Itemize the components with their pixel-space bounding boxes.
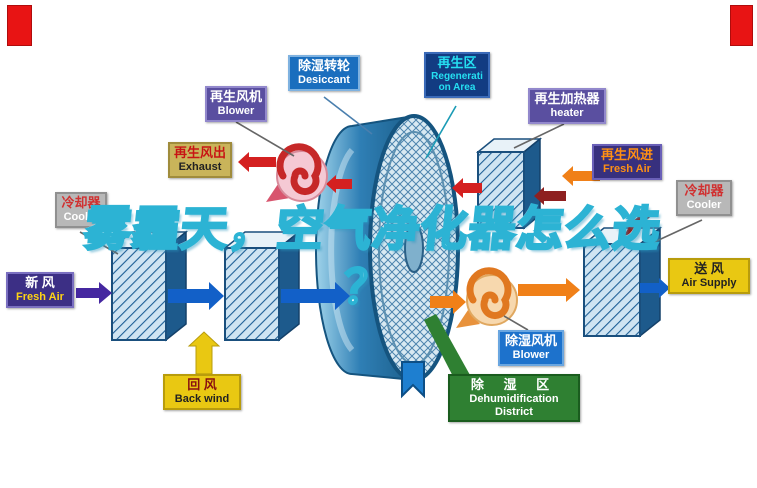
label-connector-lines — [79, 96, 703, 331]
label-fresh-air: 新 风 Fresh Air — [6, 272, 74, 308]
cooler-feed-arrowhead — [624, 221, 640, 236]
dehum-blower-fan-icon — [456, 267, 518, 328]
label-regen-blower-cn: 再生风机 — [210, 89, 263, 104]
label-cooler-left-cn: 冷却器 — [61, 195, 101, 210]
label-exhaust-en: Exhaust — [178, 160, 222, 173]
exhaust-arrow — [238, 152, 276, 172]
dehum-zone-pointer — [424, 314, 475, 390]
label-cooler-left: 冷却器 Cooler — [55, 192, 107, 228]
dry-air-arrow-2 — [518, 278, 580, 302]
flow-arrows — [76, 152, 670, 390]
wheel-tag-icon — [401, 361, 425, 399]
label-regen-fresh-air-cn: 再生风进 — [600, 147, 653, 162]
label-dehum-blower-en: Blower — [512, 348, 550, 361]
label-cooler-right-cn: 冷却器 — [684, 183, 724, 198]
heat-exchanger-left-1-icon — [109, 230, 189, 342]
red-marker-left — [7, 5, 32, 46]
label-exhaust: 再生风出 Exhaust — [168, 142, 232, 178]
label-regen-fresh-air: 再生风进 Fresh Air — [592, 144, 662, 180]
label-back-wind-en: Back wind — [174, 392, 230, 405]
label-regen-area-en: Regeneration Area — [431, 70, 483, 94]
process-air-arrow-2 — [281, 282, 350, 310]
label-back-wind: 回 风 Back wind — [163, 374, 241, 410]
return-air-arrow — [187, 331, 221, 375]
supply-air-arrow — [640, 278, 670, 298]
label-cooler-right-en: Cooler — [686, 198, 722, 211]
label-desiccant-en: Desiccant — [298, 73, 350, 86]
label-back-wind-cn: 回 风 — [187, 377, 217, 392]
label-regen-heater: 再生加热器 heater — [528, 88, 606, 124]
label-air-supply: 送 风 Air Supply — [668, 258, 750, 294]
regen-air-arrow-2 — [452, 178, 482, 198]
label-dehum-blower: 除湿风机 Blower — [498, 330, 564, 366]
label-dehum-blower-cn: 除湿风机 — [504, 333, 557, 348]
label-fresh-air-cn: 新 风 — [25, 275, 55, 290]
dry-air-arrow-1 — [430, 290, 466, 314]
heat-exchanger-right-top-icon — [475, 137, 543, 230]
label-dehum-district-en1: Dehumidification — [469, 392, 559, 405]
label-regen-heater-en: heater — [550, 106, 584, 119]
label-dehum-district-cn: 除 湿 区 — [470, 377, 558, 392]
label-desiccant: 除湿转轮 Desiccant — [288, 55, 360, 91]
label-regen-blower-en: Blower — [217, 104, 255, 117]
label-regen-fresh-air-en: Fresh Air — [603, 162, 651, 175]
regen-heated-arrow — [534, 187, 566, 205]
heat-exchanger-right-icon — [581, 226, 663, 338]
label-desiccant-cn: 除湿转轮 — [297, 58, 350, 73]
regen-blower-fan-icon — [266, 143, 328, 202]
label-cooler-right: 冷却器 Cooler — [676, 180, 732, 216]
regen-inlet-arrow — [562, 166, 600, 186]
fresh-air-inlet-arrow — [76, 282, 112, 304]
label-cooler-left-en: Cooler — [63, 210, 99, 223]
label-exhaust-cn: 再生风出 — [173, 145, 226, 160]
process-air-arrow-1 — [168, 282, 224, 310]
label-regen-blower: 再生风机 Blower — [205, 86, 267, 122]
label-dehum-district: 除 湿 区 Dehumidification District — [448, 374, 580, 423]
red-marker-right — [730, 5, 753, 46]
label-air-supply-en: Air Supply — [681, 276, 737, 289]
regen-air-arrow-1 — [326, 175, 352, 193]
label-regen-heater-cn: 再生加热器 — [534, 91, 600, 106]
label-regen-area-cn: 再生区 — [437, 55, 477, 70]
label-fresh-air-en: Fresh Air — [16, 290, 64, 303]
label-air-supply-cn: 送 风 — [694, 261, 724, 276]
label-dehum-district-en2: District — [495, 405, 533, 418]
label-regen-area: 再生区 Regeneration Area — [424, 52, 490, 98]
heat-exchanger-left-2-icon — [222, 230, 302, 342]
